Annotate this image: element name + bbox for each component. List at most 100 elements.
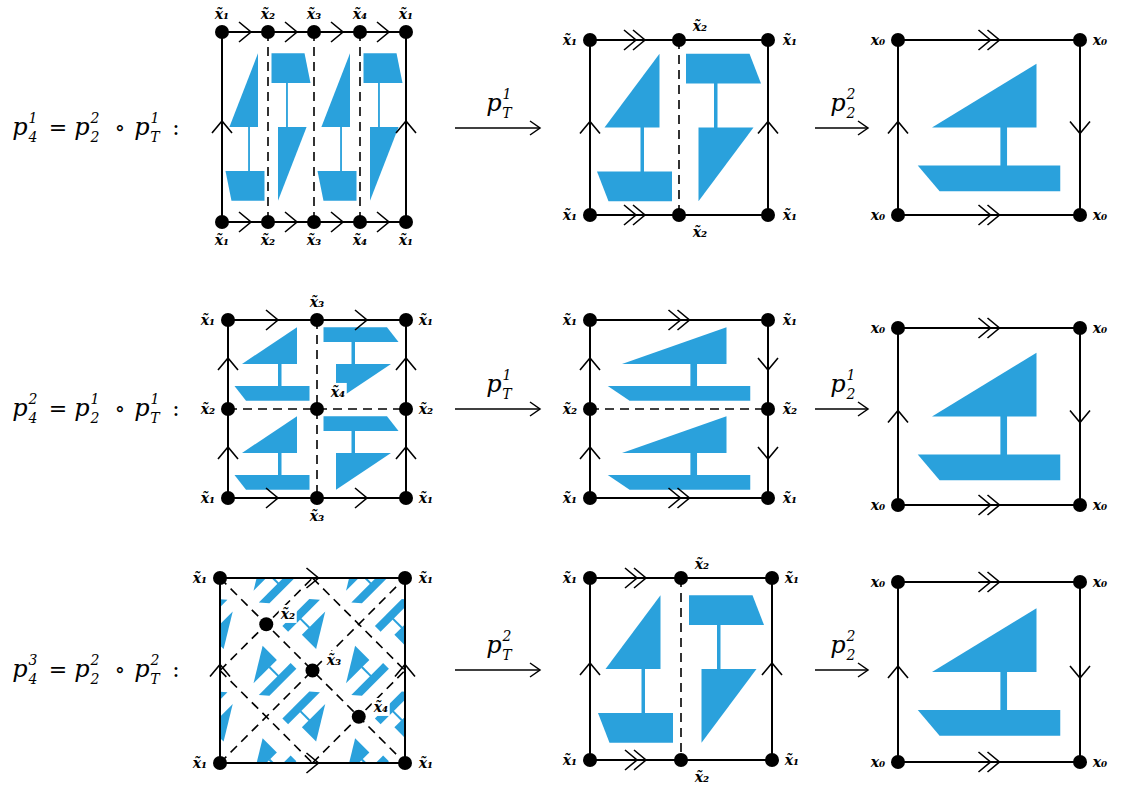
vertex-dot bbox=[891, 321, 905, 335]
map-index: 2 bbox=[91, 652, 100, 668]
edge-orientation-mark bbox=[285, 212, 297, 232]
edge-orientation-mark bbox=[239, 212, 251, 232]
boat-hull bbox=[324, 416, 399, 431]
map-index: 2 bbox=[847, 628, 856, 644]
square-frame bbox=[898, 328, 1080, 505]
fold-line bbox=[680, 578, 682, 760]
vertex-dot bbox=[1073, 755, 1087, 769]
edge-orientation-mark bbox=[888, 666, 908, 678]
vertex-label: x₀ bbox=[871, 497, 885, 513]
operator-sign: ∘ bbox=[115, 657, 126, 682]
vertex-dot bbox=[583, 571, 597, 585]
boat-hull bbox=[351, 663, 389, 701]
boat-hull bbox=[598, 713, 673, 743]
boat-sail bbox=[622, 416, 727, 453]
vertex-dot bbox=[891, 208, 905, 222]
boat-figure bbox=[236, 640, 296, 700]
map-symbol: p bbox=[74, 656, 89, 684]
vertex-dot bbox=[310, 491, 324, 505]
boat-sail bbox=[302, 704, 340, 742]
boat-figure bbox=[689, 595, 764, 742]
edge-orientation-mark bbox=[979, 572, 991, 592]
boat-hull bbox=[351, 756, 389, 763]
boat-figure bbox=[235, 416, 310, 490]
vertex-dot bbox=[674, 753, 688, 767]
vertex-dot bbox=[761, 491, 775, 505]
map-symbol: p bbox=[134, 114, 149, 142]
vertex-dot bbox=[583, 491, 597, 505]
vertex-dot bbox=[215, 215, 229, 229]
boat-hull bbox=[235, 386, 310, 401]
vertex-label: x̃₂ bbox=[419, 401, 433, 417]
edge-orientation-mark bbox=[580, 447, 600, 459]
boat-sail bbox=[394, 612, 405, 650]
map-arrowhead bbox=[530, 402, 540, 416]
boat-figure bbox=[364, 53, 403, 200]
fold-line bbox=[590, 408, 768, 410]
vertex-label: x̃₄ bbox=[353, 6, 367, 22]
edge-orientation-mark bbox=[210, 665, 230, 677]
boat-sail bbox=[702, 669, 757, 743]
map-index: 2 bbox=[91, 110, 100, 126]
edge-orientation-mark bbox=[307, 753, 319, 773]
edge-orientation-mark bbox=[979, 752, 991, 772]
vertex-dot bbox=[399, 215, 413, 229]
boat-figure bbox=[686, 54, 761, 201]
map-index: 3 bbox=[29, 652, 38, 668]
boat-figure bbox=[608, 416, 751, 490]
vertex-label: x₀ bbox=[1093, 574, 1107, 590]
vertex-label: x₀ bbox=[871, 574, 885, 590]
map-index: 4 bbox=[29, 129, 38, 145]
boat-mast bbox=[278, 452, 282, 476]
map-index: 1 bbox=[29, 110, 38, 126]
map-index: 4 bbox=[29, 410, 38, 426]
vertex-label: x̃₃ bbox=[325, 651, 343, 669]
boat-hull bbox=[259, 756, 297, 763]
boat-sail bbox=[229, 53, 258, 127]
edge-orientation-mark bbox=[331, 212, 343, 232]
edge-orientation-mark bbox=[988, 30, 1000, 50]
vertex-dot bbox=[583, 208, 597, 222]
vertex-label: x̃₁ bbox=[783, 490, 797, 506]
edge-orientation-mark bbox=[888, 411, 908, 423]
vertex-dot bbox=[891, 33, 905, 47]
vertex-dot bbox=[583, 753, 597, 767]
vertex-label: x̃₃ bbox=[310, 294, 324, 310]
vertex-label: x̃₂ bbox=[279, 605, 297, 623]
map-arrow bbox=[815, 669, 868, 671]
vertex-label: x̃₁ bbox=[215, 6, 229, 22]
boat-group bbox=[918, 608, 1061, 735]
boat-hull bbox=[220, 687, 227, 725]
boat-mast bbox=[1000, 127, 1007, 168]
edge-orientation-mark bbox=[979, 318, 991, 338]
vertex-label: x̃₂ bbox=[693, 18, 707, 34]
boat-sail bbox=[606, 595, 661, 669]
vertex-label: x̃₁ bbox=[563, 752, 577, 768]
edge-orientation-mark bbox=[633, 30, 645, 50]
edge-orientation-mark bbox=[888, 122, 908, 134]
vertex-dot bbox=[672, 208, 686, 222]
vertex-dot bbox=[221, 313, 235, 327]
vertex-dot bbox=[353, 215, 367, 229]
edge-orientation-mark bbox=[1070, 666, 1090, 678]
boat-mast bbox=[392, 618, 403, 629]
vertex-dot bbox=[399, 313, 413, 327]
map-index: 2 bbox=[151, 652, 160, 668]
vertex-label: x₀ bbox=[1093, 754, 1107, 770]
edge-orientation-mark bbox=[377, 22, 389, 42]
edge-orientation-mark bbox=[624, 205, 636, 225]
boat-hull bbox=[324, 327, 399, 342]
boat-hull bbox=[259, 663, 297, 701]
boat-mast bbox=[286, 81, 288, 128]
vertex-label: x̃₃ bbox=[307, 232, 321, 248]
vertex-dot bbox=[399, 25, 413, 39]
edge-orientation-mark bbox=[580, 663, 600, 675]
edge-orientation-mark bbox=[212, 121, 232, 133]
vertex-label: x̃₁ bbox=[563, 207, 577, 223]
boat-sail bbox=[242, 327, 297, 364]
vertex-dot bbox=[891, 575, 905, 589]
vertex-label: x̃₄ bbox=[329, 383, 347, 401]
map-index: 1 bbox=[91, 391, 100, 407]
